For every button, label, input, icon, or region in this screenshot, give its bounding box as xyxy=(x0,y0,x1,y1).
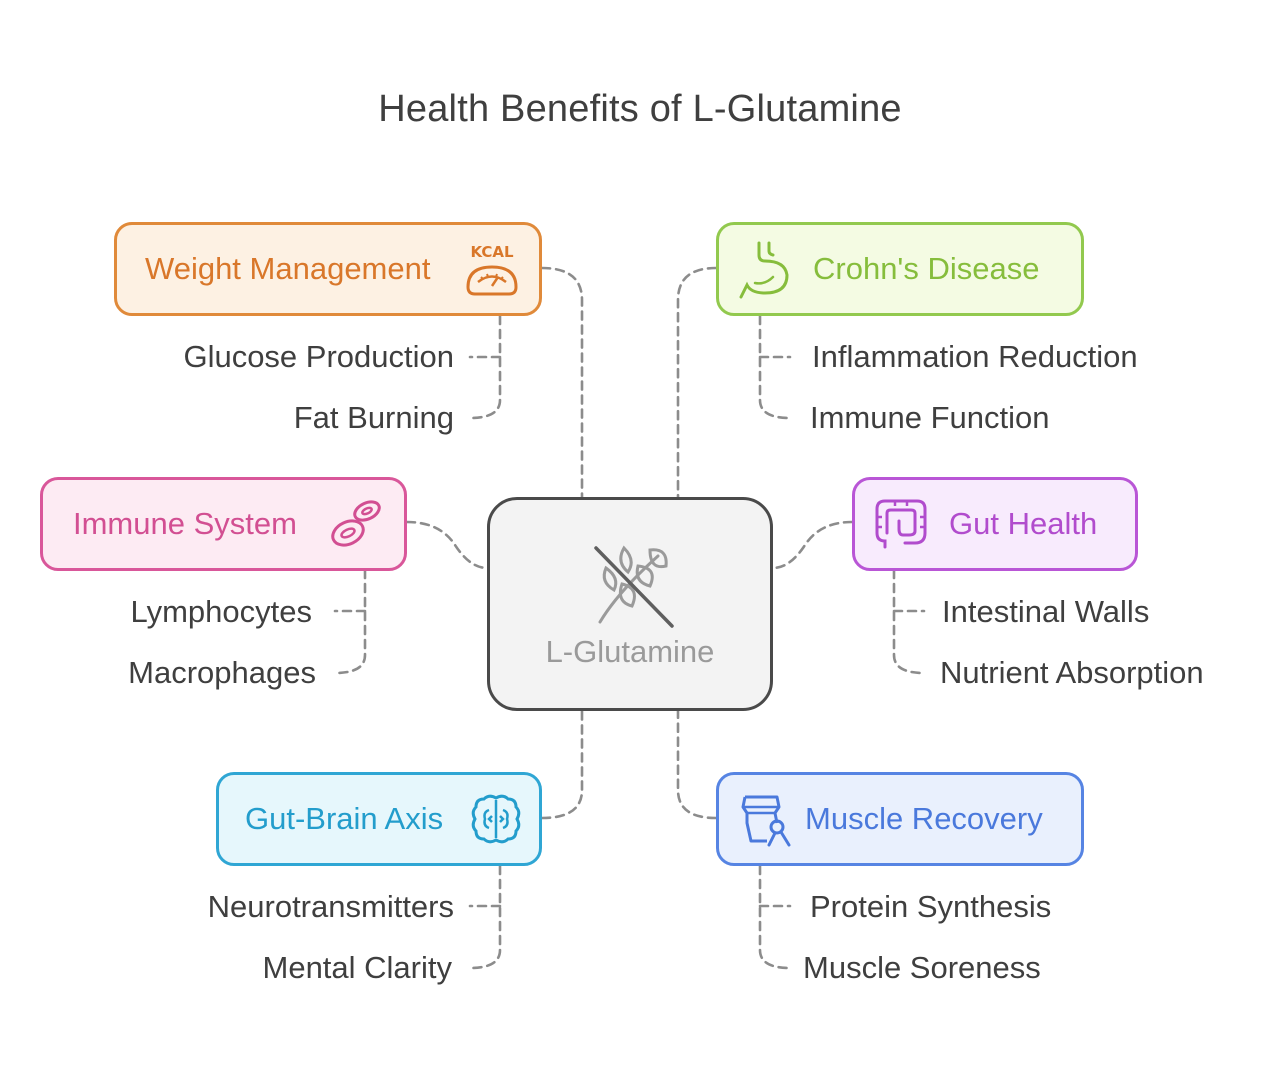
diagram-title: Health Benefits of L-Glutamine xyxy=(378,88,902,130)
category-label: Immune System xyxy=(73,506,297,541)
branch-gut xyxy=(892,568,926,675)
branch-muscle xyxy=(758,864,792,970)
connector-muscle xyxy=(676,709,718,820)
connector-crohn xyxy=(676,266,718,499)
category-crohns-disease: Crohn's Disease xyxy=(716,222,1084,316)
branch-brain xyxy=(468,864,502,970)
connector-gut xyxy=(771,520,854,570)
category-immune-system: Immune System xyxy=(40,477,407,571)
sub-item-lymphocytes: Lymphocytes xyxy=(130,594,313,629)
category-label: Gut Health xyxy=(949,506,1098,541)
category-label: Crohn's Disease xyxy=(813,251,1040,286)
kcal-scale-icon: KCAL xyxy=(466,243,518,296)
branch-weight xyxy=(468,314,502,420)
sub-item-neurotransmitters: Neurotransmitters xyxy=(207,889,454,924)
category-weight-management: Weight Management KCAL xyxy=(114,222,542,316)
sub-item-glucose-production: Glucose Production xyxy=(183,339,454,374)
svg-text:KCAL: KCAL xyxy=(470,243,514,261)
category-label: Weight Management xyxy=(145,251,431,286)
center-label: L-Glutamine xyxy=(545,634,715,669)
stomach-icon xyxy=(739,241,789,299)
blood-cells-icon xyxy=(331,500,381,547)
sub-item-nutrient-absorption: Nutrient Absorption xyxy=(940,655,1204,690)
sub-item-fat-burning: Fat Burning xyxy=(293,400,454,435)
category-gut-health: Gut Health xyxy=(852,477,1138,571)
branch-immune xyxy=(333,568,367,675)
sub-item-protein-synthesis: Protein Synthesis xyxy=(810,889,1052,924)
branch-crohn xyxy=(758,314,792,420)
category-label: Muscle Recovery xyxy=(805,801,1043,836)
center-node-l-glutamine: L-Glutamine xyxy=(487,497,773,711)
sub-item-intestinal-walls: Intestinal Walls xyxy=(942,594,1150,629)
connector-weight xyxy=(540,266,584,499)
connector-immune xyxy=(405,520,489,570)
category-gut-brain-axis: Gut-Brain Axis xyxy=(216,772,542,866)
category-label: Gut-Brain Axis xyxy=(245,801,444,836)
sub-item-mental-clarity: Mental Clarity xyxy=(262,950,453,985)
intestine-icon xyxy=(875,499,927,549)
brain-icon xyxy=(471,794,521,844)
category-muscle-recovery: Muscle Recovery xyxy=(716,772,1084,866)
sub-item-macrophages: Macrophages xyxy=(128,655,316,690)
sub-item-inflammation-reduction: Inflammation Reduction xyxy=(812,339,1138,374)
sub-item-muscle-soreness: Muscle Soreness xyxy=(803,950,1041,985)
muscle-massage-icon xyxy=(741,795,791,847)
sub-item-immune-function: Immune Function xyxy=(810,400,1050,435)
crossed-out-wheat-icon xyxy=(594,545,674,628)
connector-brain xyxy=(540,709,584,820)
